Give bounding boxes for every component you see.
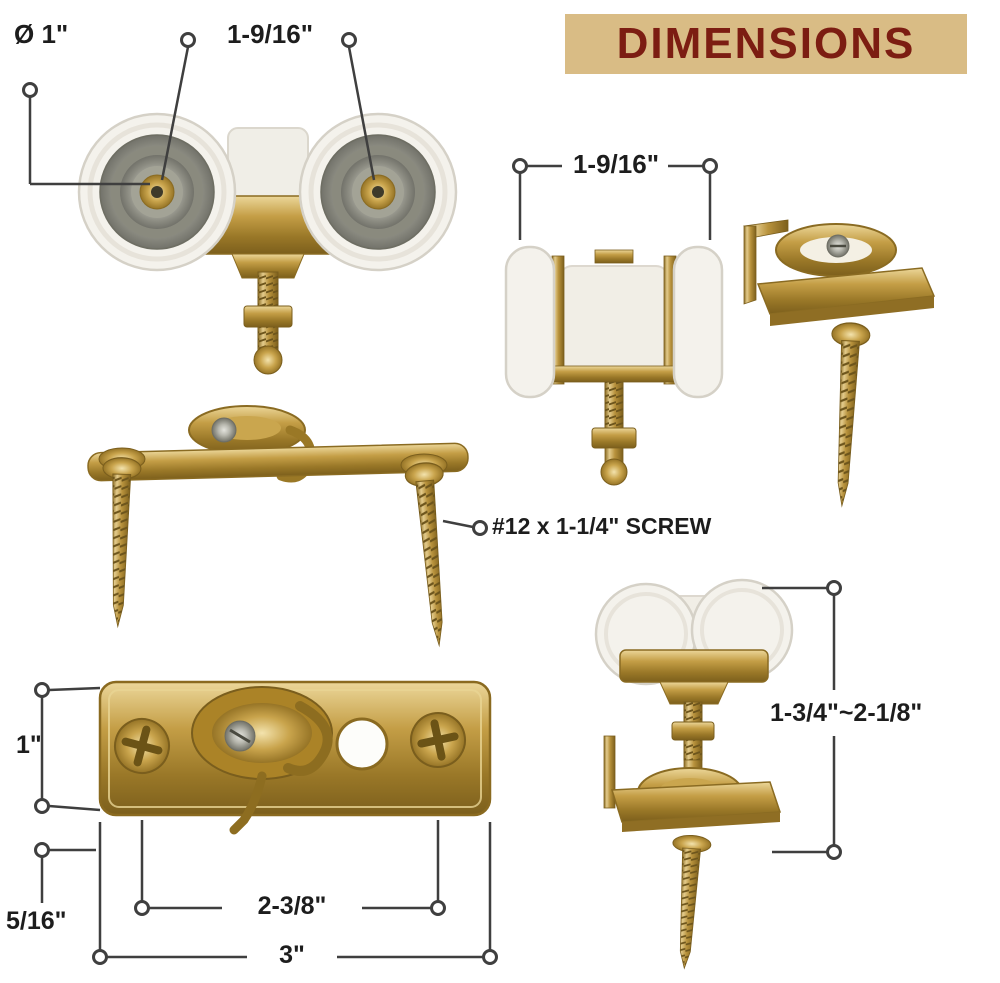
hub <box>559 265 669 375</box>
mounting-plate-edge <box>87 442 469 482</box>
left-wheel-edge <box>504 245 556 399</box>
marker-dot <box>430 900 446 916</box>
dimension-lines-plate <box>40 686 492 959</box>
roller-spacer <box>227 127 309 207</box>
marker-dot <box>34 682 50 698</box>
hook-tail <box>229 771 267 835</box>
dim-screw-spacing: 2-3/8" <box>257 892 327 920</box>
dimension-lines-side-width <box>518 164 712 240</box>
marker-dot <box>34 842 50 858</box>
marker-dot <box>702 158 718 174</box>
dim-wheel-diameter: Ø 1" <box>14 19 69 49</box>
phillips-screw-head <box>410 712 466 768</box>
dim-plate-thickness: 5/16" <box>6 907 67 935</box>
l-bracket <box>743 225 757 305</box>
l-bracket <box>603 735 616 809</box>
wood-screw <box>403 460 459 648</box>
keyhole <box>335 717 389 771</box>
phillips-screw-head <box>114 718 170 774</box>
wood-screw <box>822 321 872 508</box>
wood-screw <box>98 456 142 628</box>
marker-dot <box>512 158 528 174</box>
marker-dot <box>482 949 498 965</box>
dim-adjustable-height: 1-3/4"~2-1/8" <box>770 699 923 727</box>
hanger-stud <box>243 271 293 375</box>
hanger-plate-side-view <box>743 219 936 508</box>
marker-dot <box>826 844 842 860</box>
screw-leader-line <box>442 519 474 529</box>
marker-dot <box>92 949 108 965</box>
dim-roller-width-front: 1-9/16" <box>226 19 314 49</box>
marker-dot <box>34 798 50 814</box>
hook <box>283 701 333 776</box>
dimension-lines-top-left <box>28 46 376 186</box>
marker-dot <box>826 580 842 596</box>
right-bearing <box>320 134 436 250</box>
dimension-lines-adjustable-height <box>762 586 836 854</box>
plate-side-view <box>87 405 469 648</box>
dim-plate-width: 3" <box>279 941 305 969</box>
banner-title: DIMENSIONS <box>616 19 916 68</box>
left-bearing <box>99 134 215 250</box>
wood-screw <box>664 833 712 970</box>
side-stud <box>591 381 637 486</box>
marker-dot <box>134 900 150 916</box>
dim-roller-width-side: 1-9/16" <box>572 149 660 179</box>
roller-hanger-assembly <box>594 578 794 970</box>
dim-plate-height: 1" <box>16 731 42 759</box>
marker-dot <box>341 32 357 48</box>
marker-dot <box>180 32 196 48</box>
marker-dot <box>472 520 488 536</box>
plate-top-view <box>98 680 492 835</box>
roller-front-view <box>79 114 456 375</box>
roller-side-view <box>504 245 724 486</box>
marker-dot <box>22 82 38 98</box>
roller-bracket-neck <box>231 253 305 279</box>
roller-bracket <box>619 649 769 683</box>
right-wheel-edge <box>672 245 724 399</box>
dim-screw-spec: #12 x 1-1/4" SCREW <box>492 513 712 539</box>
dimensions-banner: DIMENSIONS <box>565 14 967 74</box>
